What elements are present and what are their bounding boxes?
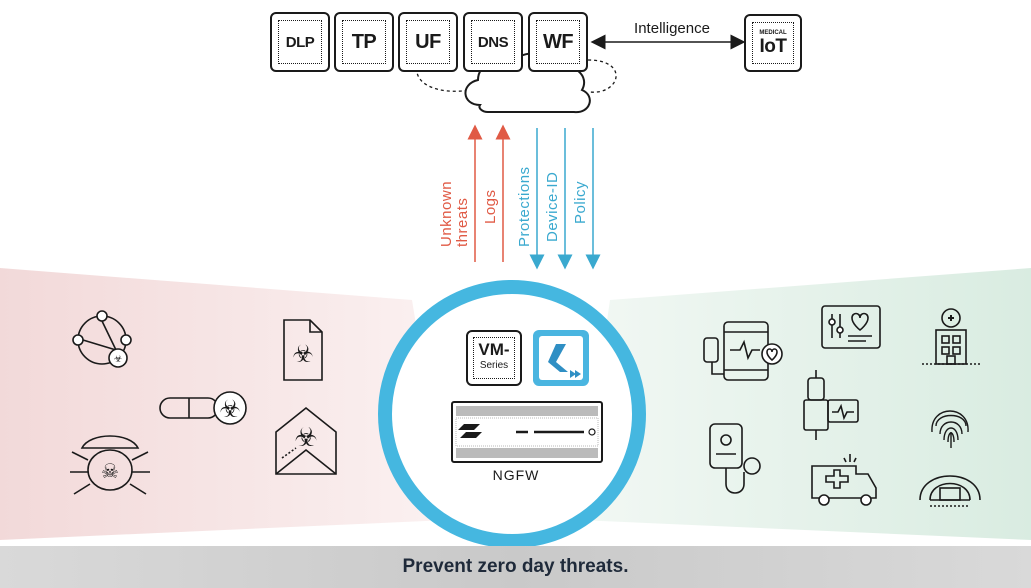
iv-infusion-pump-icon — [803, 370, 859, 440]
svg-text:☣: ☣ — [294, 422, 317, 452]
policy-label: Policy — [572, 180, 589, 224]
unknown-threats-label-line2: threats — [454, 197, 471, 247]
vm-series-line1: VM- — [478, 340, 510, 359]
svg-text:☣: ☣ — [219, 396, 241, 423]
vm-series-tile: VM- Series — [466, 330, 522, 386]
hospital-building-icon — [922, 308, 980, 365]
ngfw-appliance-icon — [451, 401, 603, 463]
iot-small-label: MEDICAL — [759, 29, 787, 36]
protections-label: Protections — [516, 166, 533, 247]
dlp-label: DLP — [285, 33, 315, 51]
unknown-threats-label-line1: Unknown — [438, 180, 455, 247]
network-biohazard-icon: ☣ — [72, 310, 132, 368]
fingerprint-icon — [931, 410, 969, 448]
tp-label: TP — [351, 30, 377, 53]
caption-text: Prevent zero day threats. — [402, 556, 629, 577]
tp-service-tile: TP — [334, 12, 394, 72]
envelope-biohazard-icon: ☣ — [275, 406, 337, 475]
dns-service-tile: DNS — [463, 12, 523, 72]
wf-label: WF — [542, 30, 574, 53]
intelligence-label: Intelligence — [634, 20, 710, 37]
patient-monitor-icon — [821, 305, 881, 349]
uf-label: UF — [415, 30, 441, 53]
biohazard-file-icon: ☣ — [283, 319, 323, 381]
svg-text:☠: ☠ — [101, 461, 119, 483]
ngfw-label: NGFW — [492, 467, 540, 483]
iot-label: IoT — [759, 35, 788, 57]
dns-label: DNS — [477, 33, 509, 51]
device-id-label: Device-ID — [544, 171, 561, 242]
dlp-service-tile: DLP — [270, 12, 330, 72]
mri-scanner-icon — [919, 475, 981, 507]
stethoscope-handheld-icon — [709, 423, 761, 494]
cortex-logo-icon — [533, 330, 589, 386]
logs-label: Logs — [482, 189, 499, 224]
vm-series-line2: Series — [479, 360, 509, 371]
cloud-connector-right — [587, 59, 617, 93]
wf-service-tile: WF — [528, 12, 588, 72]
tablet-heart-monitor-icon — [703, 321, 783, 381]
svg-text:☣: ☣ — [292, 341, 314, 368]
ambulance-icon — [811, 454, 877, 506]
caption-bar: Prevent zero day threats. — [0, 546, 1031, 588]
medical-iot-tile: MEDICAL IoT — [744, 14, 802, 72]
uf-service-tile: UF — [398, 12, 458, 72]
svg-text:☣: ☣ — [114, 354, 123, 365]
pill-biohazard-icon: ☣ — [159, 391, 247, 425]
bug-skull-icon: ☠ — [70, 435, 150, 495]
